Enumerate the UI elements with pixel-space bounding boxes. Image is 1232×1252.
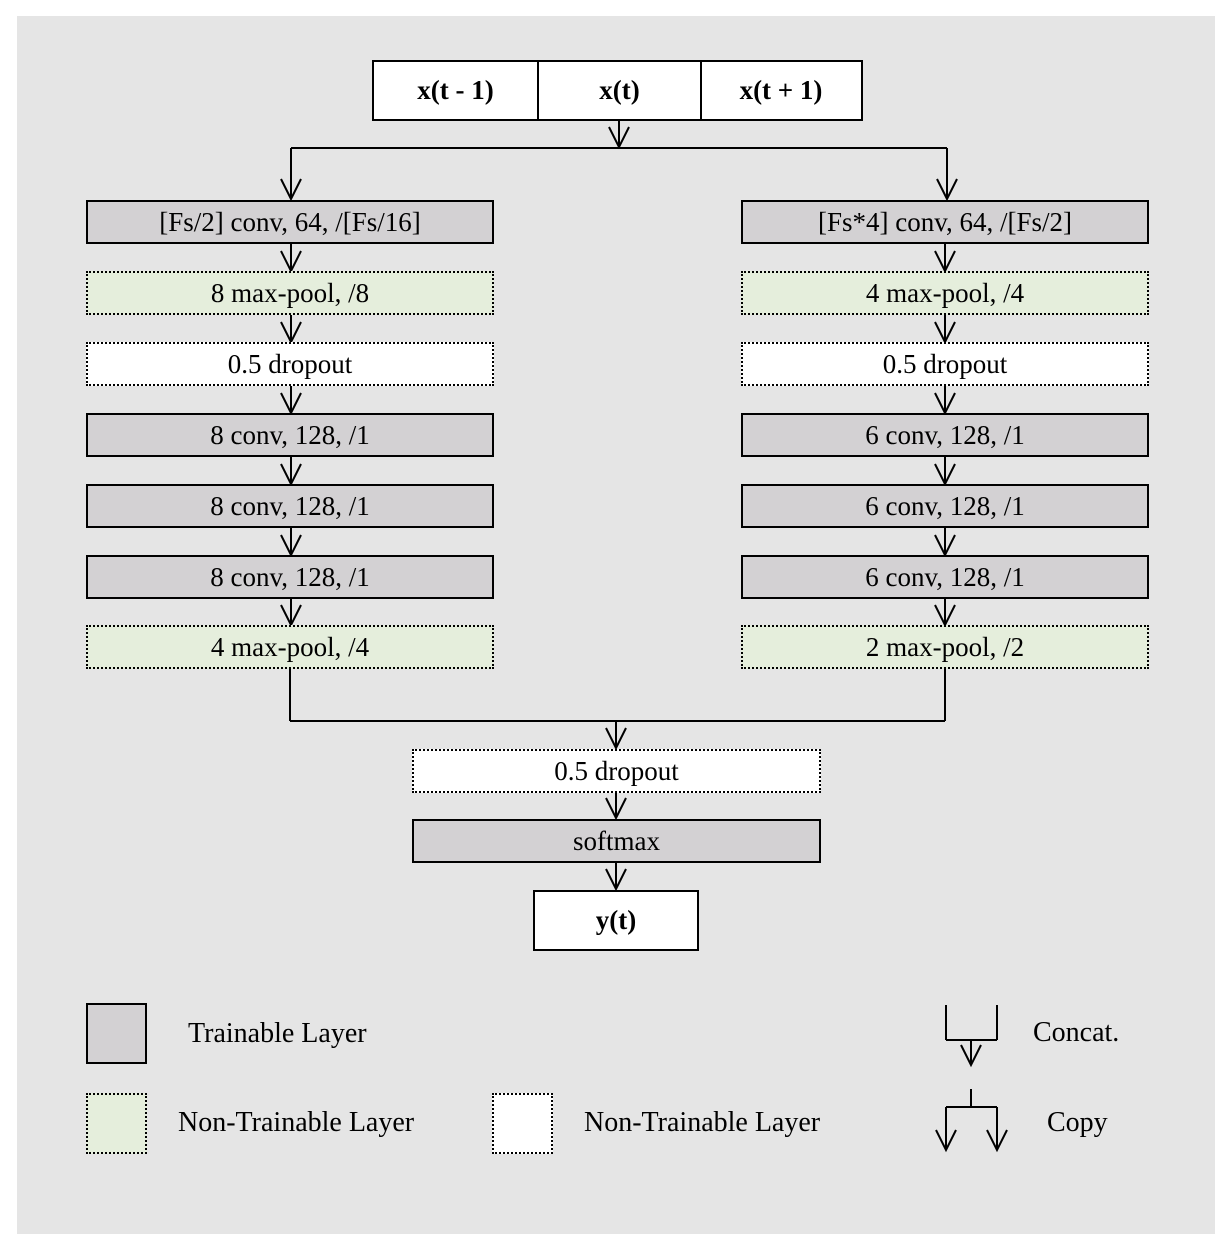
input-box: x(t - 1) x(t) x(t + 1)	[372, 60, 863, 121]
input-cell-current: x(t)	[599, 75, 640, 105]
right-layer-1: [Fs*4] conv, 64, /[Fs/2]	[741, 200, 1149, 244]
legend-copy-label: Copy	[1047, 1107, 1108, 1138]
right-layer-6: 6 conv, 128, /1	[741, 555, 1149, 599]
legend-nontrainable-plain-swatch	[492, 1093, 553, 1154]
arrowhead	[605, 868, 627, 892]
right-layer-7: 2 max-pool, /2	[741, 625, 1149, 669]
right-layer-3: 0.5 dropout	[741, 342, 1149, 386]
legend-nontrainable-green-label: Non-Trainable Layer	[178, 1107, 415, 1138]
left-layer-4: 8 conv, 128, /1	[86, 413, 494, 457]
legend-trainable-label: Trainable Layer	[188, 1018, 367, 1049]
left-layer-2: 8 max-pool, /8	[86, 271, 494, 315]
input-cell-prev: x(t - 1)	[417, 75, 494, 105]
left-layer-6: 8 conv, 128, /1	[86, 555, 494, 599]
left-layer-1: [Fs/2] conv, 64, /[Fs/16]	[86, 200, 494, 244]
legend-concat-label: Concat.	[1033, 1017, 1120, 1048]
left-layer-3: 0.5 dropout	[86, 342, 494, 386]
right-layer-5: 6 conv, 128, /1	[741, 484, 1149, 528]
right-layer-4: 6 conv, 128, /1	[741, 413, 1149, 457]
input-divider	[537, 62, 539, 119]
merge-dropout: 0.5 dropout	[412, 749, 821, 793]
arrowhead	[936, 178, 958, 202]
legend-nontrainable-plain-label: Non-Trainable Layer	[584, 1107, 821, 1138]
output-box: y(t)	[533, 890, 699, 951]
input-cell-next: x(t + 1)	[739, 75, 823, 105]
legend-trainable-swatch	[86, 1003, 147, 1064]
left-layer-7: 4 max-pool, /4	[86, 625, 494, 669]
arrowhead	[280, 178, 302, 202]
arrowhead	[986, 1129, 1008, 1153]
softmax-layer: softmax	[412, 819, 821, 863]
input-divider	[700, 62, 702, 119]
left-layer-5: 8 conv, 128, /1	[86, 484, 494, 528]
arrowhead	[605, 727, 627, 751]
arrowhead	[960, 1044, 982, 1068]
arrowhead	[605, 797, 627, 821]
legend-nontrainable-green-swatch	[86, 1093, 147, 1154]
right-layer-2: 4 max-pool, /4	[741, 271, 1149, 315]
arrowhead	[935, 1129, 957, 1153]
